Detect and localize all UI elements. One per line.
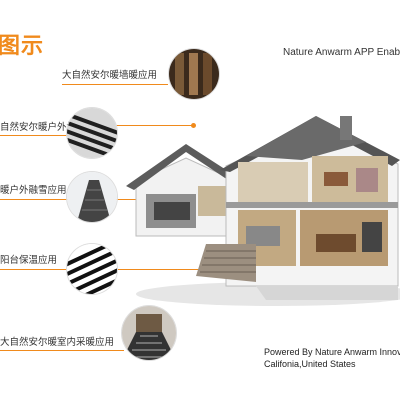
connector-line-indoor (0, 350, 124, 351)
app-label-wall: 大自然安尔暖墙暖应用 (62, 70, 158, 81)
app-label-snow-melt: 暖户外融雪应用 (0, 185, 67, 196)
house-cutaway-illustration (126, 116, 400, 306)
footer-powered-by: Powered By Nature Anwarm Innovati (264, 347, 400, 357)
footer-location: Califonia,United States (264, 359, 356, 369)
balcony-insulation-image (67, 244, 117, 294)
indoor-heating-image (122, 306, 176, 360)
wall-heating-image (169, 49, 219, 99)
outdoor-floor-heating-image (67, 108, 117, 158)
snow-melting-image (67, 172, 117, 222)
tagline: Nature Anwarm APP Enabl (283, 47, 400, 58)
connector-line-outdoor-floor-right (116, 125, 194, 126)
app-label-balcony: 阳台保温应用 (0, 255, 58, 266)
connector-line-outdoor-floor (0, 135, 68, 136)
connector-line-wall (62, 84, 168, 85)
connector-line-balcony-right (116, 269, 216, 270)
app-label-outdoor-floor: 自然安尔暖户外地暖应用 (0, 122, 105, 133)
app-label-indoor: 大自然安尔暖室内采暖应用 (0, 337, 115, 348)
page-title: 图示 (0, 34, 45, 59)
connector-line-snow-melt (0, 199, 70, 200)
connector-dot-outdoor-floor (191, 123, 196, 128)
connector-line-balcony (0, 269, 70, 270)
